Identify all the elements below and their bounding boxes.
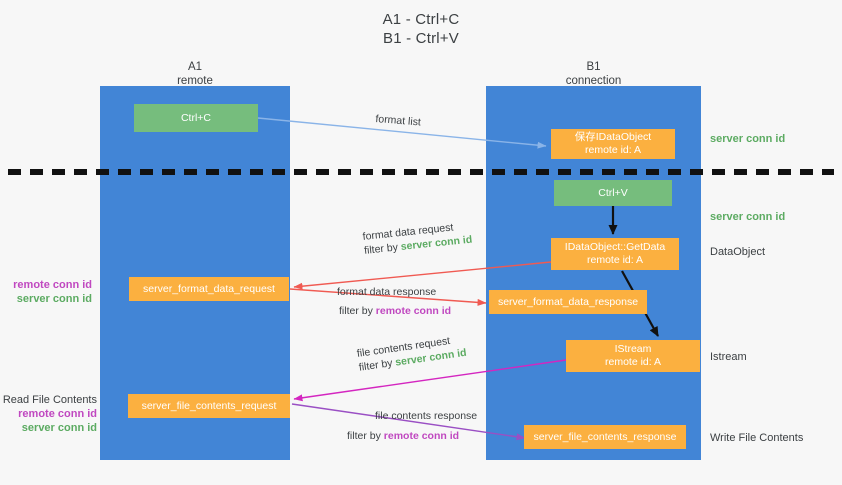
node-ctrl-c-label: Ctrl+C bbox=[180, 111, 212, 124]
edge-label-file-contents-response-key: remote conn id bbox=[383, 430, 460, 442]
side-note-istream: Istream bbox=[710, 350, 747, 364]
left-note-mid-remote: remote conn id bbox=[13, 279, 92, 291]
edge-label-format-list-text: format list bbox=[374, 112, 422, 129]
node-server-file-contents-response-label: server_file_contents_response bbox=[533, 430, 677, 443]
side-note-server-conn-id-mid: server conn id bbox=[710, 210, 785, 224]
side-note-write-file-contents: Write File Contents bbox=[710, 431, 803, 445]
node-saved-idataobject-line2: remote id: A bbox=[584, 144, 642, 156]
edge-label-file-contents-response: file contents response filter by remote … bbox=[347, 409, 478, 443]
node-server-format-data-request-label: server_format_data_request bbox=[143, 282, 275, 295]
column-header-b1-name: B1 bbox=[586, 61, 601, 73]
side-note-server-conn-id-top: server conn id bbox=[710, 132, 785, 146]
node-server-file-contents-request-label: server_file_contents_request bbox=[141, 399, 277, 412]
edge-label-file-contents-request-prefix: filter by bbox=[358, 356, 397, 374]
node-ctrl-v[interactable]: Ctrl+V bbox=[554, 180, 672, 206]
edge-label-format-data-response-key: remote conn id bbox=[375, 305, 452, 317]
node-istream[interactable]: IStream remote id: A bbox=[566, 340, 700, 372]
left-note-read-file-contents-group: Read File Contents remote conn id server… bbox=[0, 393, 97, 435]
page-title: A1 - Ctrl+C B1 - Ctrl+V bbox=[0, 10, 842, 48]
side-note-server-conn-id-top-text: server conn id bbox=[710, 133, 786, 145]
edge-label-file-contents-response-prefix: filter by bbox=[347, 430, 384, 442]
edge-label-format-data-response-line1: format data response bbox=[337, 286, 437, 298]
side-note-data-object: DataObject bbox=[710, 245, 765, 259]
column-header-b1: B1 connection bbox=[486, 60, 701, 88]
edge-label-file-contents-response-line2: filter by remote conn id bbox=[347, 429, 477, 443]
node-istream-line1: IStream bbox=[614, 343, 652, 355]
side-note-server-conn-id-mid-text: server conn id bbox=[710, 211, 786, 223]
edge-label-file-contents-request: file contents request filter by server c… bbox=[356, 332, 467, 375]
node-ctrl-v-label: Ctrl+V bbox=[598, 186, 628, 199]
edge-label-format-data-request-prefix: filter by bbox=[363, 241, 402, 257]
left-note-mid-conn-ids: remote conn id server conn id bbox=[0, 278, 92, 306]
column-header-b1-sub: connection bbox=[565, 75, 622, 87]
left-note-bottom-remote: remote conn id bbox=[18, 408, 97, 420]
column-header-a1-name: A1 bbox=[187, 61, 203, 73]
side-note-write-file-contents-text: Write File Contents bbox=[710, 432, 804, 444]
edge-label-format-data-response-line2: filter by remote conn id bbox=[339, 304, 451, 318]
node-server-format-data-response[interactable]: server_format_data_response bbox=[489, 290, 647, 314]
node-idataobject-getdata-line2: remote id: A bbox=[586, 254, 644, 266]
edge-label-format-data-response-prefix: filter by bbox=[339, 305, 376, 317]
node-saved-idataobject-line1: 保存IDataObject bbox=[574, 131, 652, 143]
node-server-file-contents-request[interactable]: server_file_contents_request bbox=[128, 394, 290, 418]
title-line-1: A1 - Ctrl+C bbox=[382, 11, 460, 28]
left-note-bottom-server: server conn id bbox=[21, 422, 97, 434]
node-server-file-contents-response[interactable]: server_file_contents_response bbox=[524, 425, 686, 449]
edge-label-file-contents-response-line1: file contents response bbox=[375, 410, 478, 422]
edge-label-format-data-request: format data request filter by server con… bbox=[362, 219, 473, 258]
node-idataobject-getdata-line1: IDataObject::GetData bbox=[564, 241, 666, 253]
node-saved-idataobject[interactable]: 保存IDataObject remote id: A bbox=[551, 129, 675, 159]
node-server-format-data-response-label: server_format_data_response bbox=[497, 295, 639, 308]
node-ctrl-c[interactable]: Ctrl+C bbox=[134, 104, 258, 132]
edge-label-format-data-response: format data response filter by remote co… bbox=[337, 285, 451, 318]
side-note-data-object-text: DataObject bbox=[710, 246, 766, 258]
node-istream-line2: remote id: A bbox=[604, 356, 662, 368]
title-line-2: B1 - Ctrl+V bbox=[383, 30, 459, 47]
left-note-mid-server: server conn id bbox=[16, 293, 92, 305]
node-idataobject-getdata[interactable]: IDataObject::GetData remote id: A bbox=[551, 238, 679, 270]
side-note-istream-text: Istream bbox=[710, 351, 747, 363]
node-server-format-data-request[interactable]: server_format_data_request bbox=[129, 277, 289, 301]
edge-label-format-list: format list bbox=[375, 112, 421, 130]
left-note-read-file-contents: Read File Contents bbox=[2, 394, 97, 406]
column-header-a1-sub: remote bbox=[177, 75, 213, 87]
column-header-a1: A1 remote bbox=[100, 60, 290, 88]
